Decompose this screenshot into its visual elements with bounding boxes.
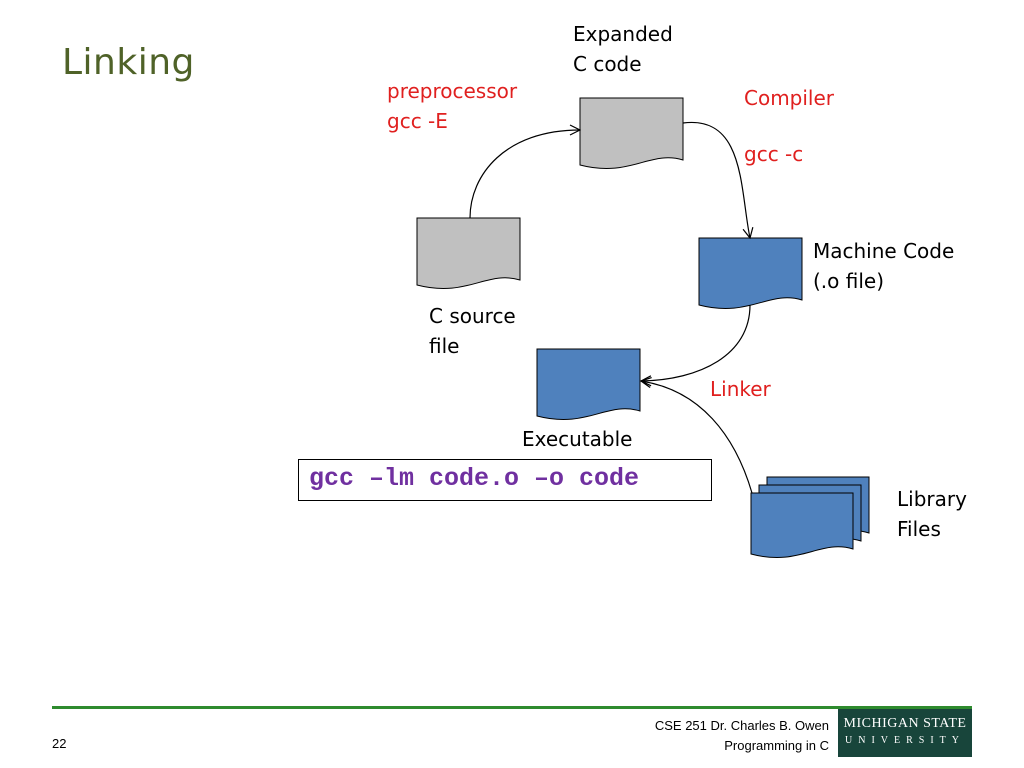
command-box: gcc –lm code.o –o code — [298, 459, 712, 501]
compiler-label: Compiler — [744, 86, 835, 110]
machine-code-label: Machine Code (.o file) — [813, 239, 955, 293]
expanded-code-label: Expanded C code — [573, 22, 673, 76]
linker-label: Linker — [710, 377, 771, 401]
preprocessor-arrow — [469, 130, 580, 219]
link-command: gcc –lm code.o –o code — [309, 464, 640, 493]
c-source-label: C source file — [429, 304, 516, 358]
footer-course-info: CSE 251 Dr. Charles B. Owen Programming … — [655, 716, 829, 756]
machine-code-document-icon — [698, 237, 803, 309]
executable-document-icon — [536, 348, 641, 420]
library-files-icon — [750, 476, 870, 558]
preprocessor-label: preprocessor gcc -E — [387, 79, 518, 133]
c-source-document-icon — [416, 217, 521, 289]
machine-to-linker-arrow — [641, 304, 751, 381]
slide-title: Linking — [62, 42, 195, 83]
executable-label: Executable — [522, 427, 633, 451]
msu-logo: MICHIGAN STATE UNIVERSITY — [838, 709, 972, 757]
footer-divider — [52, 706, 972, 709]
library-files-label: Library Files — [897, 487, 967, 541]
expanded-code-document-icon — [579, 97, 684, 169]
page-number: 22 — [52, 736, 67, 751]
footer-author: CSE 251 Dr. Charles B. Owen — [654, 718, 829, 733]
footer-course: Programming in C — [724, 738, 829, 753]
logo-line1: MICHIGAN STATE — [843, 716, 967, 731]
library-to-linker-arrow — [641, 381, 753, 494]
logo-line2: UNIVERSITY — [845, 735, 965, 746]
compiler-command-label: gcc -c — [744, 142, 804, 166]
compiler-arrow — [682, 121, 750, 238]
